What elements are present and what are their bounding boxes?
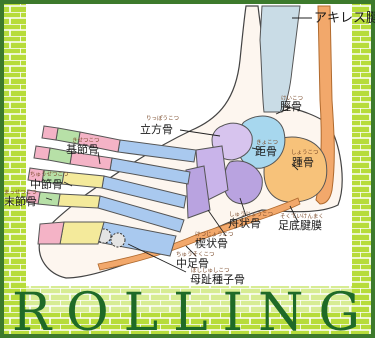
ruby-cuboid: りっぽうこつ <box>146 114 179 122</box>
distal-phalanx-1 <box>42 126 58 140</box>
distal-phalanx-2 <box>34 146 50 160</box>
label-middle-phalanx: 中節骨 <box>30 177 63 191</box>
label-cuneiform: 楔状骨 <box>195 236 228 250</box>
label-achilles-tendon: アキレス腱 <box>314 11 375 26</box>
proximal-phalanx-5 <box>60 222 104 244</box>
label-plantar-fascia: 足底腱膜 <box>278 218 322 232</box>
label-talus: 距骨 <box>255 145 277 158</box>
sesamoid-bone-2 <box>111 233 125 247</box>
distal-phalanx-5 <box>38 222 64 244</box>
label-navicular: 舟状骨 <box>228 216 261 230</box>
ruby-middle-phalanx: ちゅうせつこつ <box>30 171 69 178</box>
label-cuboid: 立方骨 <box>140 122 173 136</box>
proximal-phalanx-4 <box>58 194 100 208</box>
label-tibia: 脛骨 <box>280 100 302 113</box>
label-proximal-phalanx: 基節骨 <box>66 142 99 156</box>
label-calcaneus: 踵骨 <box>292 155 314 169</box>
label-distal-phalanx: 末節骨 <box>4 194 37 208</box>
ruby-calcaneus: しょうこつ <box>291 149 319 156</box>
